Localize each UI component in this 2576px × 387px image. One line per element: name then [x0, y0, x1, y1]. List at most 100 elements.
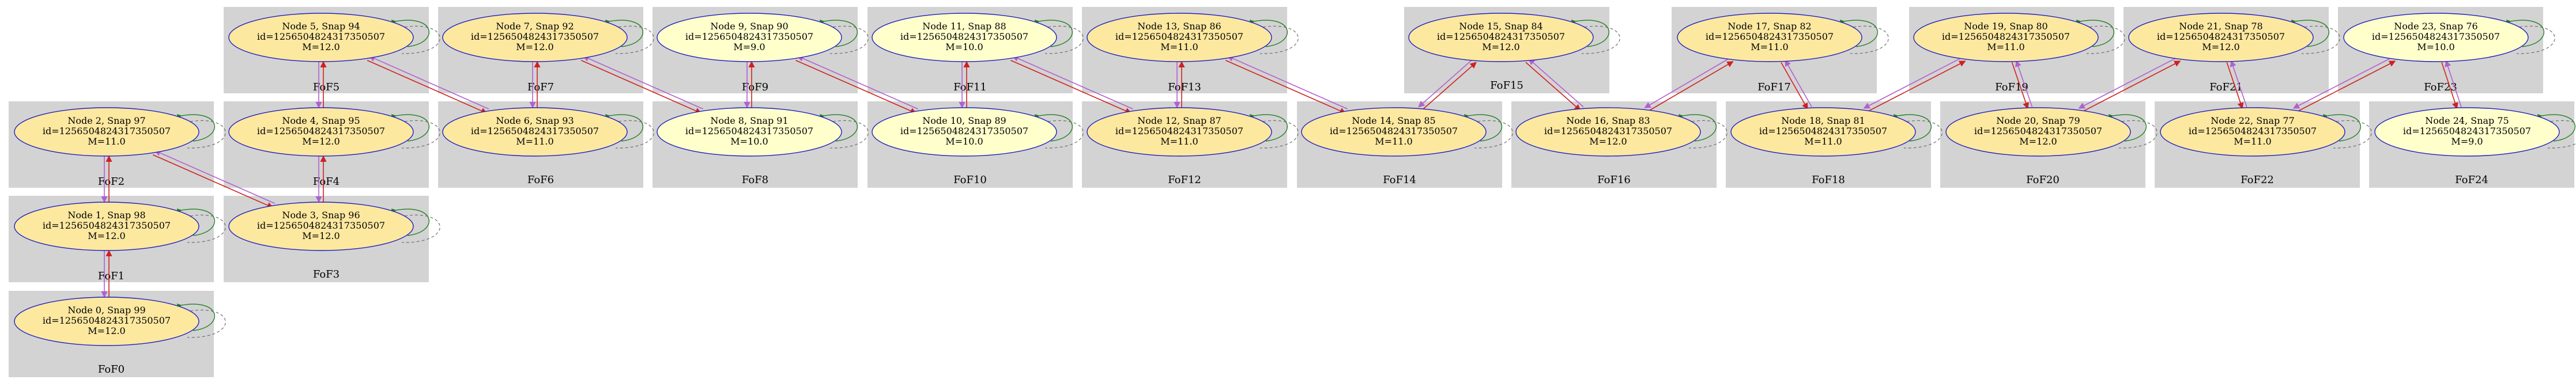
node-id: id=1256504824317350507: [43, 126, 171, 136]
graph-node-n13: Node 13, Snap 86id=1256504824317350507M=…: [1087, 13, 1299, 62]
edge-line-red: [1525, 62, 1581, 111]
edge-n14-n15: [1418, 58, 1477, 111]
cluster-label: FoF11: [953, 81, 987, 93]
self-loop-dashed: [2333, 120, 2372, 149]
node-title: Node 4, Snap 95: [282, 115, 360, 126]
node-ellipse: [1087, 107, 1272, 157]
node-ellipse: [228, 202, 414, 251]
node-title: Node 2, Snap 97: [67, 115, 145, 126]
self-loop-solid: [391, 208, 429, 236]
node-title: Node 12, Snap 87: [1137, 115, 1221, 126]
cluster-label: FoF0: [98, 363, 125, 375]
self-loop-solid: [176, 303, 215, 331]
self-loop-dashed: [1850, 25, 1889, 54]
node-id: id=1256504824317350507: [1759, 126, 1887, 136]
cluster-label: FoF6: [527, 174, 554, 186]
node-mass: M=12.0: [302, 136, 340, 147]
edge-line-purple: [368, 55, 489, 109]
edge-n21-n22: [2226, 60, 2247, 109]
node-ellipse: [2343, 13, 2529, 62]
node-ellipse: [657, 107, 842, 157]
cluster-label: FoF5: [313, 81, 340, 93]
graph-node-n7: Node 7, Snap 92id=1256504824317350507M=1…: [442, 13, 654, 62]
self-loop-dashed: [401, 120, 440, 149]
edge-line-purple: [582, 55, 704, 109]
self-loop-dashed: [1044, 120, 1084, 149]
self-loop-solid: [1571, 20, 1609, 47]
edge-line-purple: [797, 55, 918, 110]
node-mass: M=9.0: [2451, 136, 2483, 147]
self-loop-dashed: [2547, 120, 2576, 149]
cluster-label: FoF7: [527, 81, 554, 93]
graph-node-n0: Node 0, Snap 99id=1256504824317350507M=1…: [14, 297, 226, 346]
node-mass: M=12.0: [88, 230, 125, 241]
self-loop-dashed: [1688, 120, 1728, 149]
self-loop-dashed: [2516, 25, 2555, 54]
node-id: id=1256504824317350507: [257, 126, 385, 136]
node-id: id=1256504824317350507: [1115, 31, 1243, 42]
node-title: Node 11, Snap 88: [922, 21, 1006, 32]
edge-n1-n2: [101, 155, 112, 203]
cluster-label: FoF22: [2241, 174, 2274, 186]
node-ellipse: [442, 107, 628, 157]
node-title: Node 18, Snap 81: [1781, 115, 1865, 126]
edge-n11-n12: [1010, 55, 1133, 114]
edge-n17-n18: [1781, 59, 1812, 110]
edge-n13-n14: [1225, 55, 1348, 114]
cluster-label: FoF13: [1168, 81, 1201, 93]
edge-n23-n24: [2441, 60, 2462, 109]
self-loop-solid: [1839, 20, 1878, 47]
node-ellipse: [2160, 107, 2345, 157]
edge-line-red: [152, 154, 274, 208]
node-title: Node 23, Snap 76: [2394, 21, 2477, 32]
node-mass: M=12.0: [1482, 41, 1519, 52]
self-loop-dashed: [2086, 25, 2125, 54]
self-loop-solid: [2537, 114, 2575, 142]
node-id: id=1256504824317350507: [2189, 126, 2317, 136]
self-loop-dashed: [401, 25, 440, 54]
cluster-label: FoF20: [2026, 174, 2060, 186]
node-mass: M=12.0: [1589, 136, 1627, 147]
edge-n10-n11: [959, 60, 970, 109]
node-id: id=1256504824317350507: [471, 126, 599, 136]
self-loop-dashed: [187, 120, 226, 149]
node-mass: M=10.0: [945, 41, 983, 52]
edge-n19-n20: [2011, 60, 2033, 109]
edge-n6-n7: [529, 60, 541, 109]
cluster-label: FoF18: [1812, 174, 1845, 186]
edge-line-red: [1421, 62, 1477, 111]
edge-line-red: [2295, 60, 2396, 113]
node-id: id=1256504824317350507: [1706, 31, 1834, 42]
cluster-label: FoF8: [742, 174, 768, 186]
self-loop-dashed: [2118, 120, 2158, 149]
node-id: id=1256504824317350507: [1115, 126, 1243, 136]
edge-line-red: [580, 60, 702, 114]
node-mass: M=10.0: [945, 136, 983, 147]
edge-n15-n16: [1525, 58, 1584, 111]
edge-line-red: [1225, 60, 1347, 114]
node-ellipse: [1730, 107, 1916, 157]
node-mass: M=11.0: [1160, 136, 1198, 147]
node-mass: M=10.0: [2417, 41, 2454, 52]
node-id: id=1256504824317350507: [43, 315, 171, 326]
node-title: Node 7, Snap 92: [496, 21, 574, 32]
edge-line-red: [2441, 62, 2458, 109]
node-id: id=1256504824317350507: [900, 126, 1028, 136]
edge-line-red: [1781, 62, 1808, 110]
node-mass: M=11.0: [1987, 41, 2024, 52]
edge-n7-n8: [580, 55, 704, 114]
self-loop-dashed: [401, 214, 440, 243]
node-title: Node 8, Snap 91: [710, 115, 788, 126]
self-loop-dashed: [1903, 120, 1943, 149]
graph-node-n3: Node 3, Snap 96id=1256504824317350507M=1…: [228, 202, 440, 251]
edge-line-purple: [1644, 57, 1731, 108]
node-mass: M=12.0: [2019, 136, 2057, 147]
self-loop-solid: [1893, 114, 1932, 142]
self-loop-dashed: [1259, 120, 1299, 149]
node-ellipse: [2128, 13, 2314, 62]
node-title: Node 16, Snap 83: [1566, 115, 1650, 126]
node-mass: M=11.0: [88, 136, 125, 147]
node-ellipse: [1515, 107, 1701, 157]
edge-line-purple: [1785, 59, 1812, 107]
